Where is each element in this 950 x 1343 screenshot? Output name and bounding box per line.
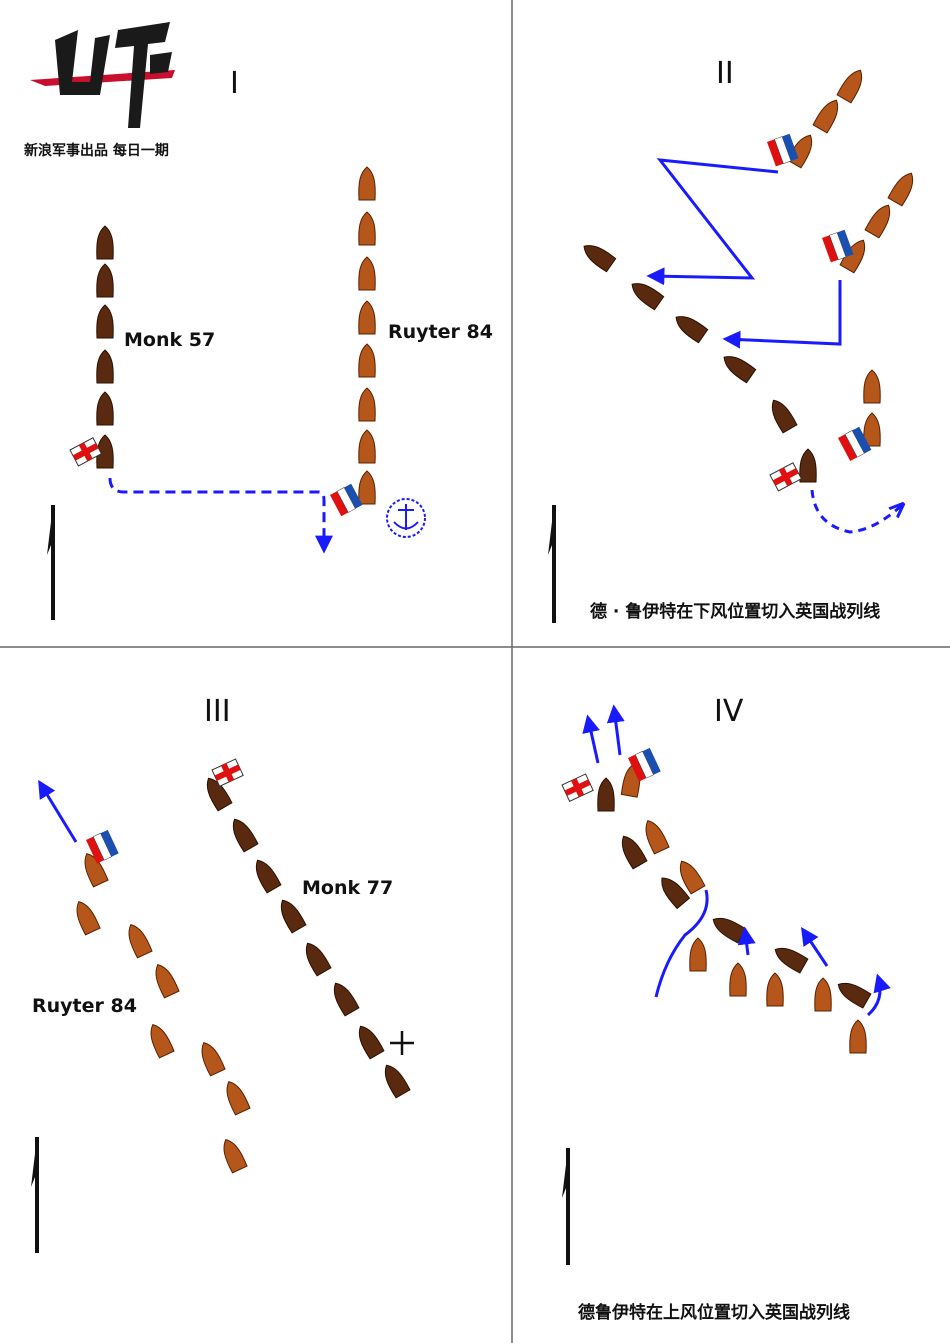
panel-1-label-monk: Monk 57	[124, 329, 216, 351]
panel-3-numeral: III	[204, 694, 231, 729]
panel-2-caption: 德 · 鲁伊特在下风位置切入英国战列线	[590, 602, 881, 622]
sunk-marker-icon	[390, 1031, 414, 1055]
panel-2-maneuver-3	[810, 489, 902, 534]
panel-1-label-ruyter: Ruyter 84	[388, 321, 493, 343]
panel-4-maneuver	[654, 889, 709, 998]
anchor-icon	[386, 498, 426, 538]
panel-3-maneuver	[38, 779, 78, 843]
panel-2-maneuver-2	[722, 280, 842, 349]
panel-3-label-ruyter: Ruyter 84	[32, 995, 137, 1017]
panel-2-maneuver-1	[646, 158, 779, 286]
logo-tagline: 新浪军事出品 每日一期	[24, 143, 169, 159]
panel-1-maneuver	[108, 477, 333, 554]
panel-2-dutch-ships	[786, 65, 920, 447]
panel-1-english-line	[96, 225, 114, 469]
panel-4-dutch-ships	[620, 761, 867, 1054]
english-flag-icon	[69, 437, 103, 467]
panel-1-dutch-line	[358, 166, 376, 505]
dutch-flag-icon	[330, 483, 363, 517]
panel-3-english-line	[200, 773, 411, 1099]
panel-4-numeral: IV	[714, 694, 744, 729]
scabbard-logo	[30, 22, 175, 128]
panel-1-numeral: I	[230, 66, 239, 101]
panel-4-caption: 德鲁伊特在上风位置切入英国战列线	[578, 1303, 850, 1323]
panel-3-label-monk: Monk 77	[302, 877, 394, 899]
panel-2-numeral: II	[716, 56, 734, 91]
